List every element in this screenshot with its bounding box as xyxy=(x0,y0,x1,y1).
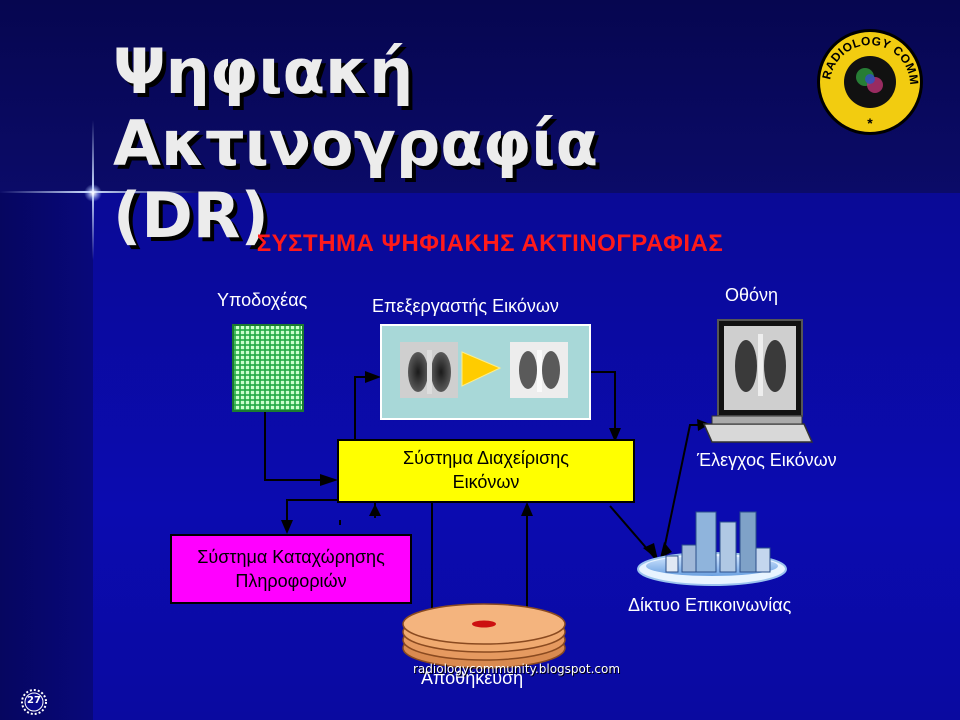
left-strip xyxy=(0,193,93,720)
information-system-text: Σύστημα Καταχώρησης Πληροφοριών xyxy=(171,545,411,593)
storage-label: Αποθήκευση xyxy=(421,668,524,688)
page-number-badge: 27 xyxy=(20,688,48,716)
processor-label: Επεξεργαστής Εικόνων xyxy=(372,296,559,316)
watermark-url: radiologycommunity.blogspot.com xyxy=(413,662,621,676)
image-management-line2: Εικόνων xyxy=(452,472,520,492)
radiology-community-logo: RADIOLOGY COMMUNITY * xyxy=(815,27,923,135)
image-control-label: Έλεγχος Εικόνων xyxy=(697,450,837,470)
slide-title-line1: Ψηφιακή Ακτινογραφία xyxy=(113,35,599,180)
receiver-label: Υποδοχέας xyxy=(217,290,308,310)
diagram-title: ΣΥΣΤΗΜΑ ΨΗΦΙΑΚΗΣ ΑΚΤΙΝΟΓΡΑΦΙΑΣ xyxy=(256,230,724,257)
network-label: Δίκτυο Επικοινωνίας xyxy=(628,595,792,615)
xray-image-after xyxy=(510,342,568,398)
communication-network-icon xyxy=(637,511,787,586)
page-number: 27 xyxy=(27,695,41,706)
header-band xyxy=(0,0,960,193)
gear-badge-icon xyxy=(21,689,47,715)
monitor-icon xyxy=(702,319,814,443)
information-system-box xyxy=(170,534,412,604)
information-system-line2: Πληροφοριών xyxy=(235,571,347,591)
image-management-text: Σύστημα Διαχείρισης Εικόνων xyxy=(338,446,634,494)
information-system-line1: Σύστημα Καταχώρησης xyxy=(197,547,385,567)
slide-title: Ψηφιακή Ακτινογραφία (DR) xyxy=(113,36,833,252)
image-management-line1: Σύστημα Διαχείρισης xyxy=(403,448,569,468)
image-management-box xyxy=(337,439,635,503)
monitor-label: Οθόνη xyxy=(725,285,779,305)
slide-title-line2: (DR) xyxy=(113,179,269,252)
storage-disc-stack xyxy=(402,603,566,669)
processing-arrow xyxy=(461,351,502,387)
receiver-detector-grid xyxy=(232,324,304,412)
xray-image-before xyxy=(400,342,458,398)
logo-star: * xyxy=(867,115,873,131)
light-flare-center xyxy=(84,184,102,202)
